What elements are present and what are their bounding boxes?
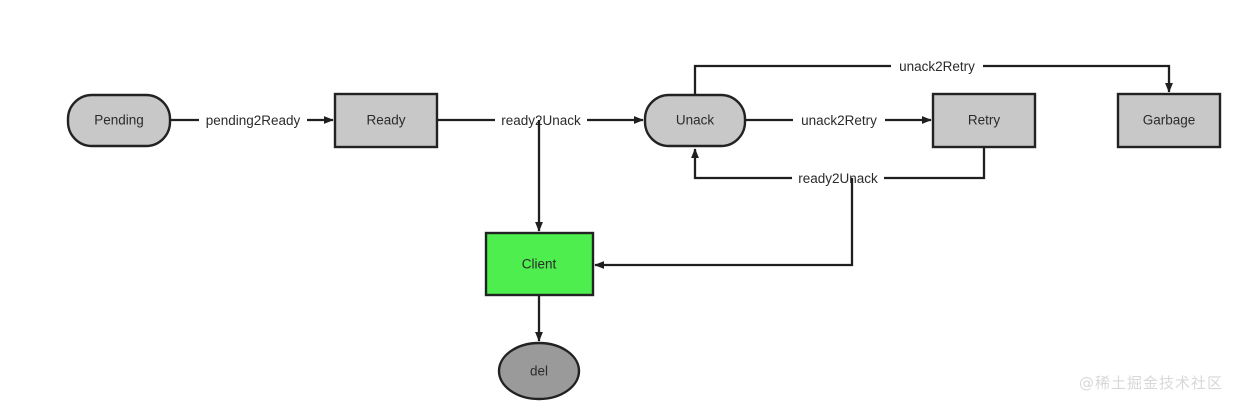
node-client-shape [484, 231, 595, 297]
node-unack-label: Unack [676, 113, 715, 128]
edge-label-backdrop [793, 112, 885, 129]
edge-label-unack2retry: unack2Retry [801, 113, 877, 128]
edge-label-unack2retry-garbage: unack2Retry [899, 59, 975, 74]
edge-label-backdrop [495, 112, 587, 129]
edge-unack-to-retry: unack2Retry [745, 112, 932, 129]
node-retry-shape [931, 92, 1037, 149]
node-ready[interactable]: Ready [333, 92, 439, 149]
edge-label-ready2unack: ready2Unack [501, 113, 581, 128]
edge-label-ready2unack-retry: ready2Unack [798, 171, 878, 186]
edge-unack-to-garbage: unack2Retry [693, 58, 1173, 95]
edge-pending-to-ready: pending2Ready [170, 112, 334, 129]
node-garbage[interactable]: Garbage [1116, 92, 1222, 149]
node-garbage-shape [1116, 92, 1222, 149]
node-del-label: del [530, 364, 548, 379]
edge-label-backdrop [792, 170, 884, 187]
edge-retry-to-client [594, 178, 854, 269]
node-garbage-label: Garbage [1143, 113, 1196, 128]
edge-label-pending2ready: pending2Ready [206, 113, 301, 128]
node-client[interactable]: Client [484, 231, 595, 297]
node-retry[interactable]: Retry [931, 92, 1037, 149]
node-ready-label: Ready [366, 113, 405, 128]
edge-label-backdrop [891, 58, 983, 75]
node-retry-label: Retry [968, 113, 1001, 128]
edge-label-backdrop [199, 112, 307, 129]
node-pending-shape [66, 93, 172, 148]
node-pending-label: Pending [94, 113, 144, 128]
node-del-shape [497, 341, 581, 401]
node-unack[interactable]: Unack [643, 93, 747, 148]
node-del[interactable]: del [497, 341, 581, 401]
node-client-label: Client [522, 257, 557, 272]
node-ready-shape [333, 92, 439, 149]
edge-retry-to-unack: ready2Unack [691, 147, 986, 187]
watermark-text: @稀土掘金技术社区 [1078, 374, 1223, 392]
node-pending[interactable]: Pending [66, 93, 172, 148]
node-unack-shape [643, 93, 747, 148]
